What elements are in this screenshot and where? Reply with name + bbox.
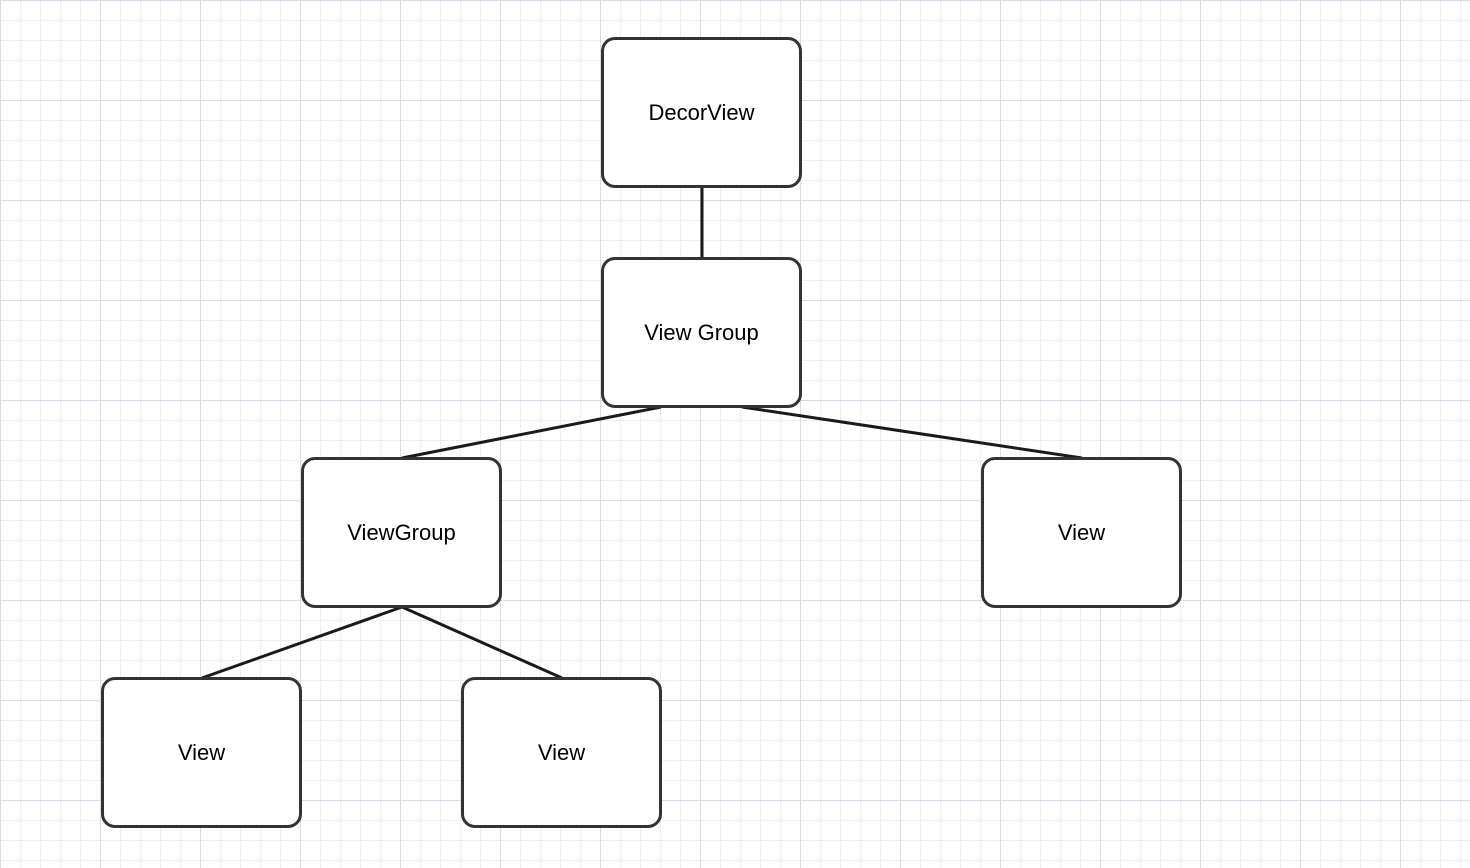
- node-view-left-1[interactable]: View: [101, 677, 302, 828]
- node-view-right[interactable]: View: [981, 457, 1182, 608]
- edge-viewgroup-to-view-right: [741, 405, 1083, 460]
- node-viewgroup-root-label: View Group: [644, 319, 759, 345]
- node-decorview-label: DecorView: [648, 99, 755, 125]
- edge-viewgroup-child-to-view-left-2: [401, 605, 563, 680]
- edge-viewgroup-child-to-view-left-1: [201, 605, 403, 680]
- node-view-right-label: View: [1057, 519, 1106, 545]
- node-view-left-1-label: View: [177, 739, 226, 765]
- node-viewgroup-child-label: ViewGroup: [347, 519, 456, 545]
- node-view-left-2[interactable]: View: [461, 677, 662, 828]
- node-viewgroup-root[interactable]: View Group: [601, 257, 802, 408]
- edge-viewgroup-to-viewgroup-child: [401, 405, 662, 460]
- node-viewgroup-child[interactable]: ViewGroup: [301, 457, 502, 608]
- node-view-left-2-label: View: [537, 739, 586, 765]
- node-decorview[interactable]: DecorView: [601, 37, 802, 188]
